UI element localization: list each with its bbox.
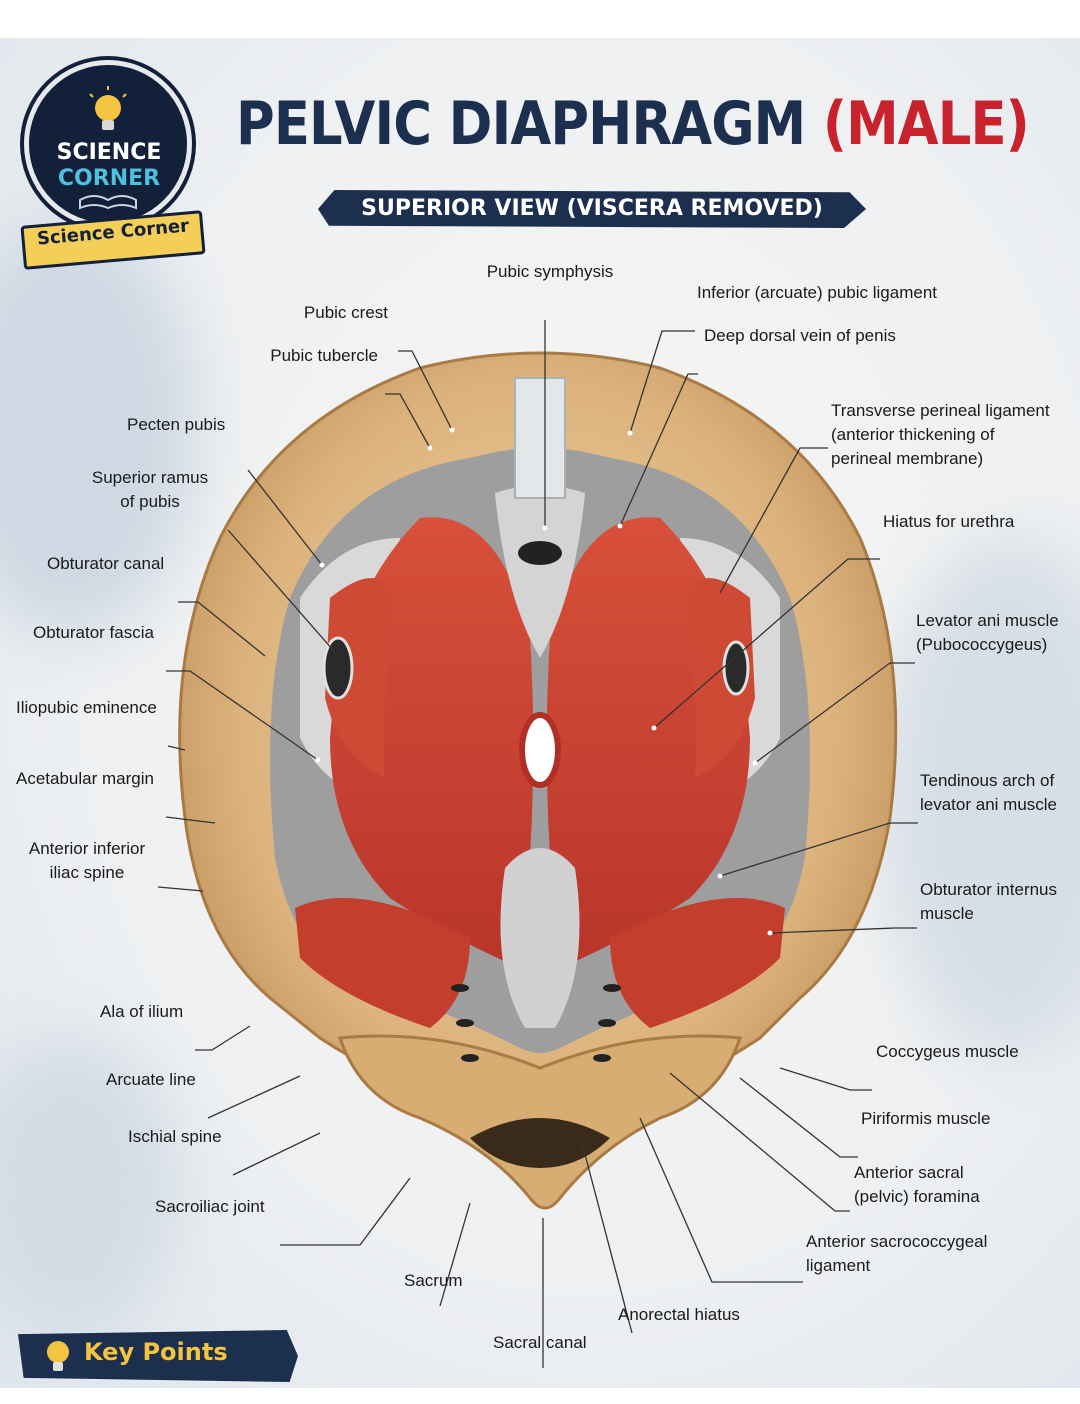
label-superior-ramus: Superior ramus of pubis [91, 468, 209, 511]
book-icon [79, 195, 137, 210]
leader-lines [157, 320, 918, 1368]
label-anorectal-hiatus: Anorectal hiatus [618, 1305, 740, 1324]
obturator-canal-right [722, 640, 750, 696]
poster: SCIENCE CORNER Science Corner PELVIC DIA… [0, 38, 1080, 1388]
pubic-symphysis-disc [514, 377, 566, 499]
sacral-canal-opening [470, 1118, 610, 1168]
label-arcuate-line: Arcuate line [106, 1070, 196, 1089]
label-tendinous-arch: Tendinous arch of levator ani muscle [920, 771, 1058, 814]
title-accent: (MALE) [822, 89, 1030, 159]
urethral-hiatus [519, 712, 561, 788]
obturator-internus-left [325, 578, 395, 778]
pelvis-illustration [157, 320, 918, 1368]
label-pecten-pubis: Pecten pubis [127, 415, 226, 434]
science-corner-logo: SCIENCE CORNER Science Corner [20, 56, 206, 296]
logo-text-corner: CORNER [57, 166, 161, 191]
label-pubic-symphysis: Pubic symphysis [486, 262, 614, 281]
page-title: PELVIC DIAPHRAGM (MALE) [236, 88, 1030, 160]
subtitle-ribbon-bar [318, 190, 866, 228]
label-deep-dorsal-vein: Deep dorsal vein of penis [704, 326, 896, 345]
pointer-dots [315, 427, 773, 936]
deep-dorsal-vein-opening [518, 541, 562, 565]
anococcygeal-fascia [500, 848, 580, 1028]
label-piriformis: Piriformis muscle [861, 1109, 991, 1128]
label-acetabular-margin: Acetabular margin [16, 769, 154, 788]
label-anterior-sacrococcygeal-ligament: Anterior sacrococcygeal ligament [806, 1232, 988, 1275]
label-coccygeus: Coccygeus muscle [876, 1042, 1019, 1061]
background-wash [0, 218, 200, 638]
coccygeus-right [610, 898, 785, 1028]
page-subtitle: SUPERIOR VIEW (VISCERA REMOVED) [361, 196, 823, 221]
label-obturator-fascia: Obturator fascia [33, 623, 154, 642]
label-pubic-tubercle: Pubic tubercle [270, 346, 378, 365]
background-wash [880, 538, 1080, 1058]
logo-text-science: SCIENCE [56, 140, 162, 165]
label-ischial-spine: Ischial spine [128, 1127, 222, 1146]
label-transverse-perineal-ligament: Transverse perineal ligament (anterior t… [831, 401, 1050, 468]
label-hiatus-urethra: Hiatus for urethra [883, 512, 1015, 531]
lightbulb-icon [89, 86, 127, 130]
label-anterior-sacral-foramina: Anterior sacral (pelvic) foramina [854, 1163, 980, 1206]
background-wash [0, 1038, 180, 1338]
subtitle-ribbon: SUPERIOR VIEW (VISCERA REMOVED) [318, 186, 866, 232]
label-sacral-canal: Sacral canal [493, 1333, 587, 1352]
anterior-sacral-foramina [451, 984, 621, 1062]
label-inferior-arcuate-pubic-ligament: Inferior (arcuate) pubic ligament [697, 283, 938, 302]
label-sacroiliac-joint: Sacroiliac joint [155, 1197, 265, 1216]
label-anterior-inferior-iliac-spine: Anterior inferior iliac spine [28, 839, 146, 882]
label-ala-of-ilium: Ala of ilium [100, 1002, 184, 1021]
title-main: PELVIC DIAPHRAGM [236, 89, 806, 159]
key-points-label: Key Points [84, 1338, 228, 1366]
label-iliopubic-eminence: Iliopubic eminence [16, 698, 157, 717]
label-levator-ani: Levator ani muscle (Pubococcygeus) [916, 611, 1059, 654]
label-obturator-internus: Obturator internus muscle [920, 880, 1058, 923]
lightbulb-icon [47, 1341, 69, 1371]
obturator-internus-right [685, 578, 755, 778]
label-obturator-canal: Obturator canal [47, 554, 165, 573]
label-sacrum: Sacrum [404, 1271, 463, 1290]
label-pubic-crest: Pubic crest [303, 303, 388, 322]
key-points-banner[interactable]: Key Points [18, 1330, 298, 1382]
obturator-canal-left [322, 636, 354, 700]
coccygeus-left [295, 898, 470, 1028]
perineal-membrane [495, 485, 585, 658]
